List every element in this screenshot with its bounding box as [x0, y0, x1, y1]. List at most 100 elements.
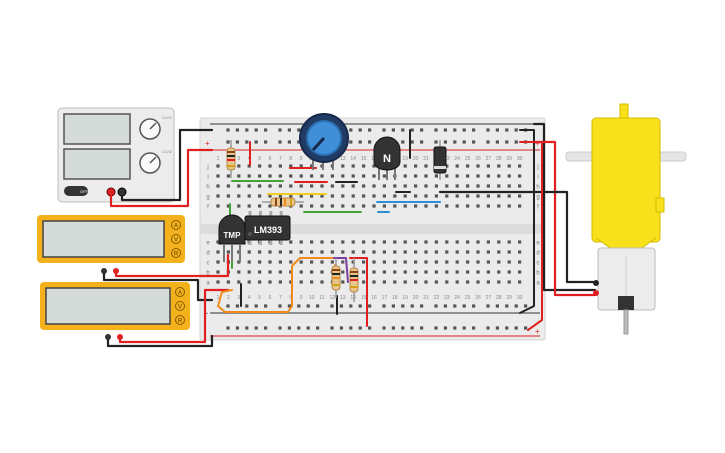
breadboard-hole[interactable] [316, 304, 320, 308]
breadboard-hole[interactable] [287, 140, 291, 144]
dc-gear-motor[interactable] [565, 103, 687, 335]
breadboard-hole[interactable] [264, 128, 268, 132]
breadboard-hole[interactable] [341, 174, 345, 178]
breadboard-hole[interactable] [372, 194, 376, 198]
breadboard-hole[interactable] [237, 270, 241, 274]
breadboard-hole[interactable] [497, 250, 501, 254]
resistor-3[interactable] [331, 258, 341, 298]
breadboard-hole[interactable] [258, 280, 262, 284]
breadboard-hole[interactable] [476, 204, 480, 208]
breadboard-hole[interactable] [476, 240, 480, 244]
breadboard-hole[interactable] [497, 174, 501, 178]
breadboard-hole[interactable] [393, 184, 397, 188]
multimeter-1-button-a[interactable] [171, 220, 181, 230]
breadboard-hole[interactable] [486, 260, 490, 264]
breadboard-hole[interactable] [420, 326, 424, 330]
breadboard-hole[interactable] [258, 250, 262, 254]
breadboard-hole[interactable] [514, 304, 518, 308]
breadboard-hole[interactable] [330, 204, 334, 208]
breadboard-hole[interactable] [434, 140, 438, 144]
breadboard-hole[interactable] [486, 174, 490, 178]
breadboard-hole[interactable] [443, 128, 447, 132]
breadboard-hole[interactable] [505, 326, 509, 330]
breadboard-hole[interactable] [434, 204, 438, 208]
breadboard-hole[interactable] [382, 204, 386, 208]
breadboard-hole[interactable] [393, 194, 397, 198]
breadboard-hole[interactable] [497, 270, 501, 274]
breadboard-hole[interactable] [497, 164, 501, 168]
breadboard-hole[interactable] [486, 326, 490, 330]
breadboard-hole[interactable] [320, 240, 324, 244]
breadboard-hole[interactable] [518, 164, 522, 168]
breadboard-hole[interactable] [351, 164, 355, 168]
breadboard-hole[interactable] [472, 326, 476, 330]
breadboard-hole[interactable] [287, 326, 291, 330]
breadboard-hole[interactable] [264, 140, 268, 144]
breadboard-hole[interactable] [486, 140, 490, 144]
breadboard-hole[interactable] [445, 184, 449, 188]
breadboard-hole[interactable] [462, 140, 466, 144]
breadboard-hole[interactable] [497, 184, 501, 188]
breadboard-hole[interactable] [495, 326, 499, 330]
breadboard-hole[interactable] [391, 304, 395, 308]
breadboard-hole[interactable] [339, 326, 343, 330]
breadboard-hole[interactable] [247, 174, 251, 178]
breadboard-hole[interactable] [486, 304, 490, 308]
breadboard-hole[interactable] [226, 140, 230, 144]
breadboard-hole[interactable] [316, 326, 320, 330]
breadboard-hole[interactable] [401, 304, 405, 308]
wire-red-4[interactable] [349, 257, 368, 327]
breadboard-hole[interactable] [362, 184, 366, 188]
breadboard-hole[interactable] [372, 204, 376, 208]
breadboard-hole[interactable] [434, 260, 438, 264]
breadboard-hole[interactable] [299, 240, 303, 244]
breadboard-hole[interactable] [497, 240, 501, 244]
breadboard-hole[interactable] [382, 270, 386, 274]
breadboard-hole[interactable] [237, 204, 241, 208]
breadboard-hole[interactable] [455, 174, 459, 178]
breadboard-hole[interactable] [264, 326, 268, 330]
breadboard-hole[interactable] [320, 280, 324, 284]
breadboard-hole[interactable] [382, 240, 386, 244]
breadboard-hole[interactable] [455, 250, 459, 254]
breadboard-hole[interactable] [414, 164, 418, 168]
breadboard-hole[interactable] [476, 184, 480, 188]
breadboard-hole[interactable] [403, 250, 407, 254]
multimeter-2-com-probe[interactable] [105, 334, 111, 340]
breadboard-hole[interactable] [497, 194, 501, 198]
breadboard-hole[interactable] [349, 128, 353, 132]
breadboard-hole[interactable] [414, 250, 418, 254]
breadboard-hole[interactable] [278, 128, 282, 132]
breadboard-hole[interactable] [358, 128, 362, 132]
breadboard-hole[interactable] [445, 174, 449, 178]
breadboard-hole[interactable] [476, 260, 480, 264]
breadboard-hole[interactable] [299, 270, 303, 274]
breadboard-hole[interactable] [393, 280, 397, 284]
breadboard-hole[interactable] [320, 250, 324, 254]
breadboard-hole[interactable] [245, 304, 249, 308]
breadboard-hole[interactable] [524, 326, 528, 330]
breadboard-hole[interactable] [268, 194, 272, 198]
breadboard-hole[interactable] [341, 204, 345, 208]
breadboard-hole[interactable] [254, 140, 258, 144]
breadboard-hole[interactable] [514, 326, 518, 330]
breadboard-hole[interactable] [505, 128, 509, 132]
breadboard-hole[interactable] [258, 270, 262, 274]
breadboard-hole[interactable] [247, 194, 251, 198]
breadboard-hole[interactable] [216, 260, 220, 264]
breadboard-hole[interactable] [518, 260, 522, 264]
breadboard-hole[interactable] [362, 280, 366, 284]
breadboard-hole[interactable] [226, 250, 230, 254]
breadboard-hole[interactable] [268, 174, 272, 178]
breadboard-hole[interactable] [495, 304, 499, 308]
breadboard-hole[interactable] [235, 326, 239, 330]
breadboard-hole[interactable] [358, 304, 362, 308]
breadboard-hole[interactable] [424, 260, 428, 264]
breadboard-hole[interactable] [264, 304, 268, 308]
breadboard-hole[interactable] [410, 304, 414, 308]
multimeter-1-button-v[interactable] [171, 234, 181, 244]
breadboard-hole[interactable] [434, 128, 438, 132]
breadboard-hole[interactable] [289, 280, 293, 284]
breadboard-hole[interactable] [403, 280, 407, 284]
breadboard-hole[interactable] [372, 174, 376, 178]
